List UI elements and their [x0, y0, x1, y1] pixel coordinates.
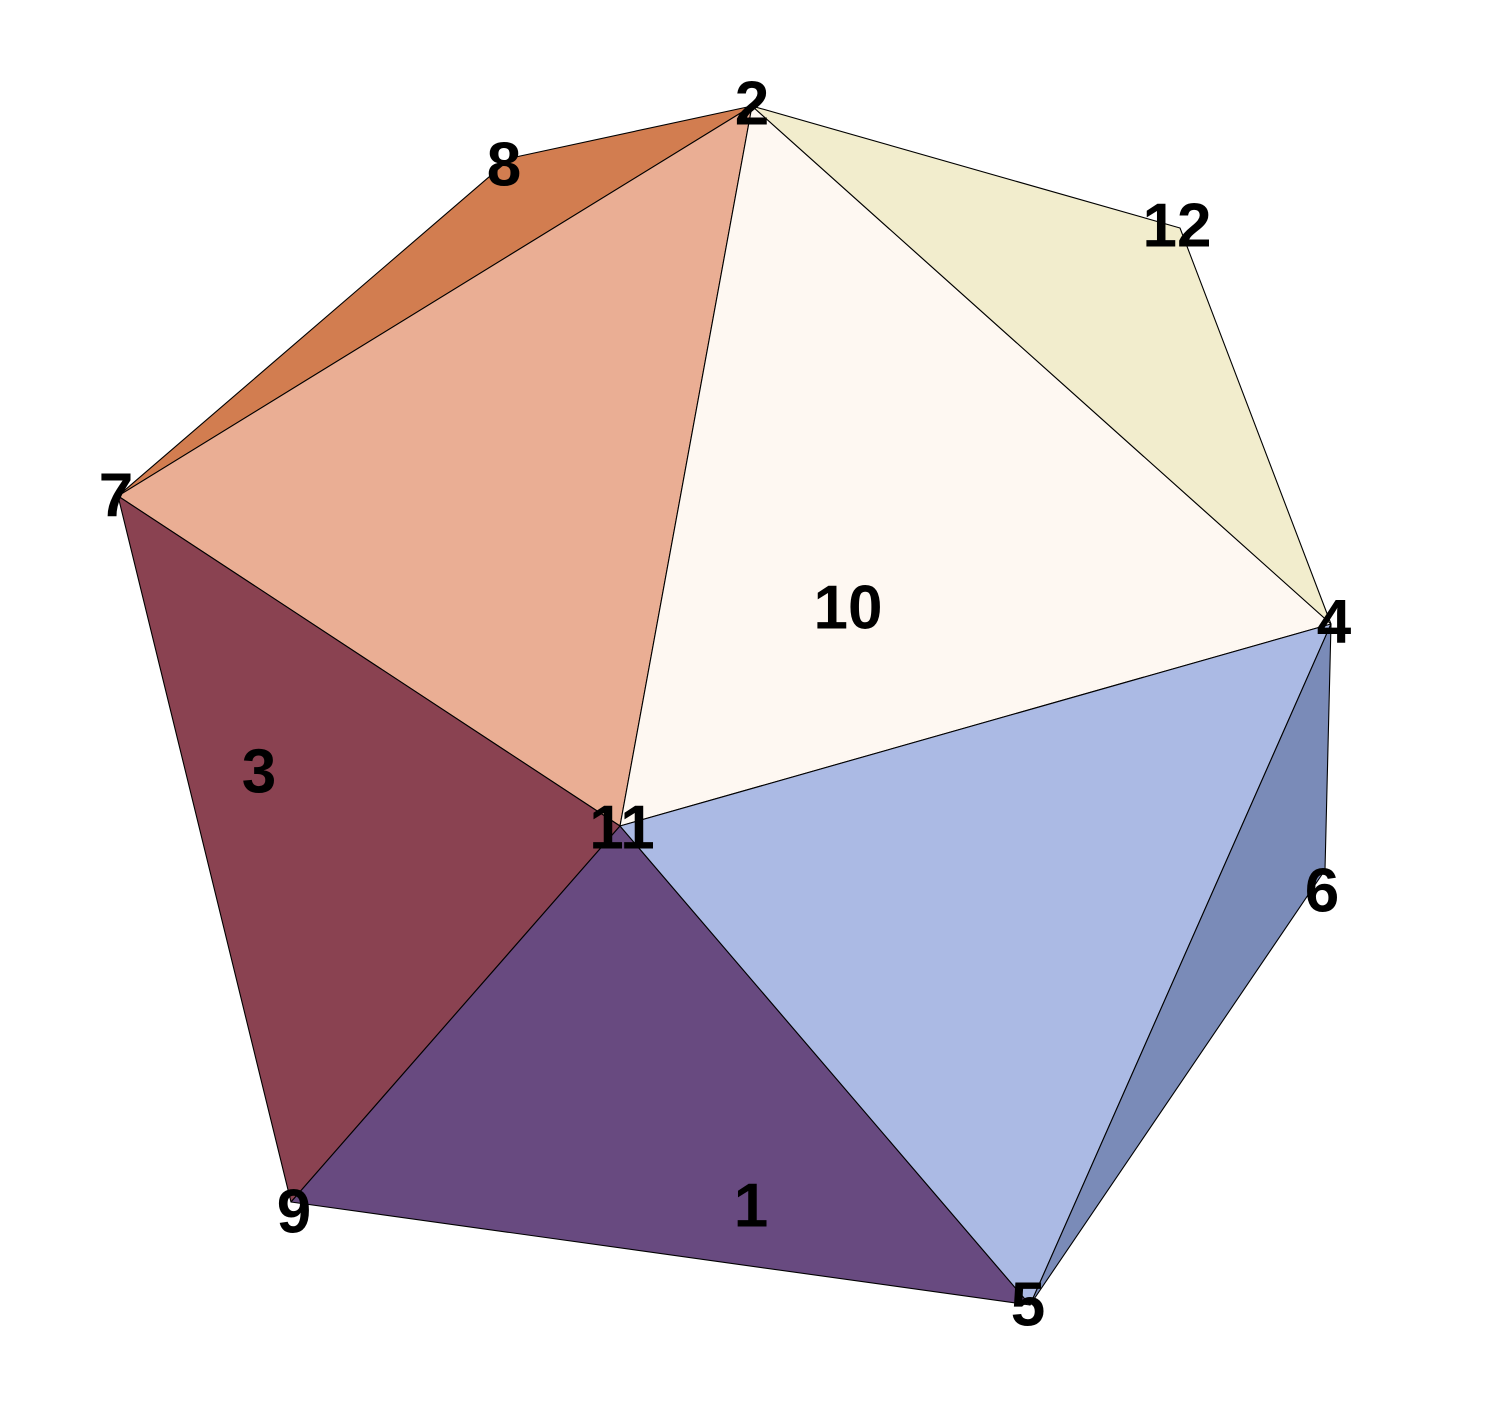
label-4: 4 [1317, 588, 1352, 657]
labels-layer: 2 8 12 7 10 4 3 11 6 9 1 5 [99, 70, 1352, 1340]
label-11: 11 [589, 794, 655, 863]
label-12: 12 [1143, 192, 1212, 261]
label-5: 5 [1011, 1271, 1045, 1340]
label-10: 10 [814, 574, 883, 643]
label-1: 1 [734, 1172, 768, 1241]
label-9: 9 [277, 1178, 311, 1247]
face-12 [751, 105, 1332, 625]
faces-layer [117, 105, 1332, 1306]
label-7: 7 [99, 462, 133, 531]
label-6: 6 [1305, 857, 1339, 926]
label-3: 3 [242, 738, 276, 807]
label-2: 2 [735, 70, 769, 139]
label-8: 8 [487, 131, 521, 200]
face-6 [1029, 623, 1332, 1306]
